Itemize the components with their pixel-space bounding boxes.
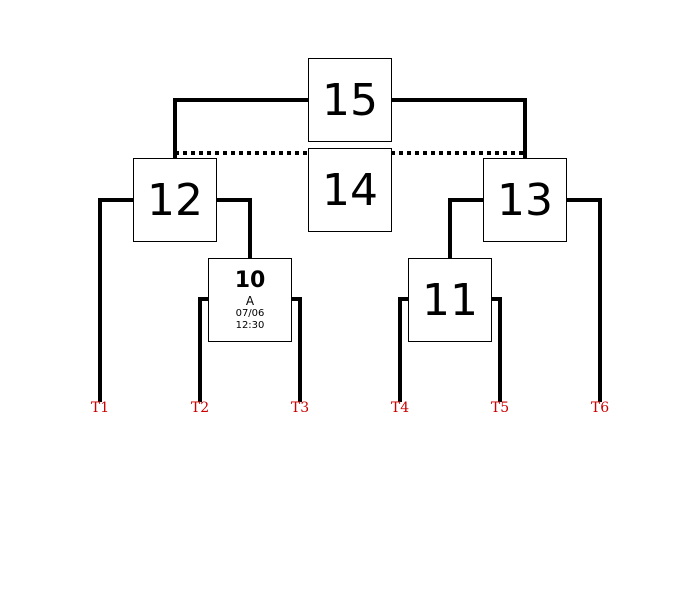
- match-10-date: 07/06: [235, 308, 265, 320]
- connector-group: [98, 98, 602, 402]
- team-label-t5: T5: [490, 400, 510, 416]
- team-label-t3: T3: [290, 400, 310, 416]
- match-10-time: 12:30: [235, 320, 265, 332]
- match-13-number: 13: [497, 174, 553, 226]
- match-10-number: 10: [234, 267, 266, 293]
- match-10-box[interactable]: 10 A 07/06 12:30: [208, 258, 292, 342]
- connector-10-t2: [198, 297, 211, 402]
- connector-11-t5: [489, 297, 502, 402]
- match-15-box[interactable]: 15: [308, 58, 392, 142]
- team-label-t4: T4: [390, 400, 410, 416]
- team-label-t6: T6: [590, 400, 610, 416]
- match-10-court: A: [245, 294, 255, 308]
- connector-10-t3: [289, 297, 302, 402]
- connector-15-right: [389, 98, 527, 160]
- match-11-box[interactable]: 11: [408, 258, 492, 342]
- match-15-number: 15: [322, 74, 378, 126]
- connector-11-t4: [398, 297, 411, 402]
- connector-13-11: [448, 198, 486, 261]
- connector-12-10: [214, 198, 252, 261]
- connector-15-left: [173, 98, 311, 160]
- match-12-box[interactable]: 12: [133, 158, 217, 242]
- match-11-number: 11: [422, 274, 478, 326]
- match-12-number: 12: [147, 174, 203, 226]
- match-14-number: 14: [322, 164, 378, 216]
- match-14-box[interactable]: 14: [308, 148, 392, 232]
- team-label-t1: T1: [90, 400, 110, 416]
- connector-13-t6: [564, 198, 602, 402]
- connector-12-t1: [98, 198, 136, 402]
- match-13-box[interactable]: 13: [483, 158, 567, 242]
- team-label-t2: T2: [190, 400, 210, 416]
